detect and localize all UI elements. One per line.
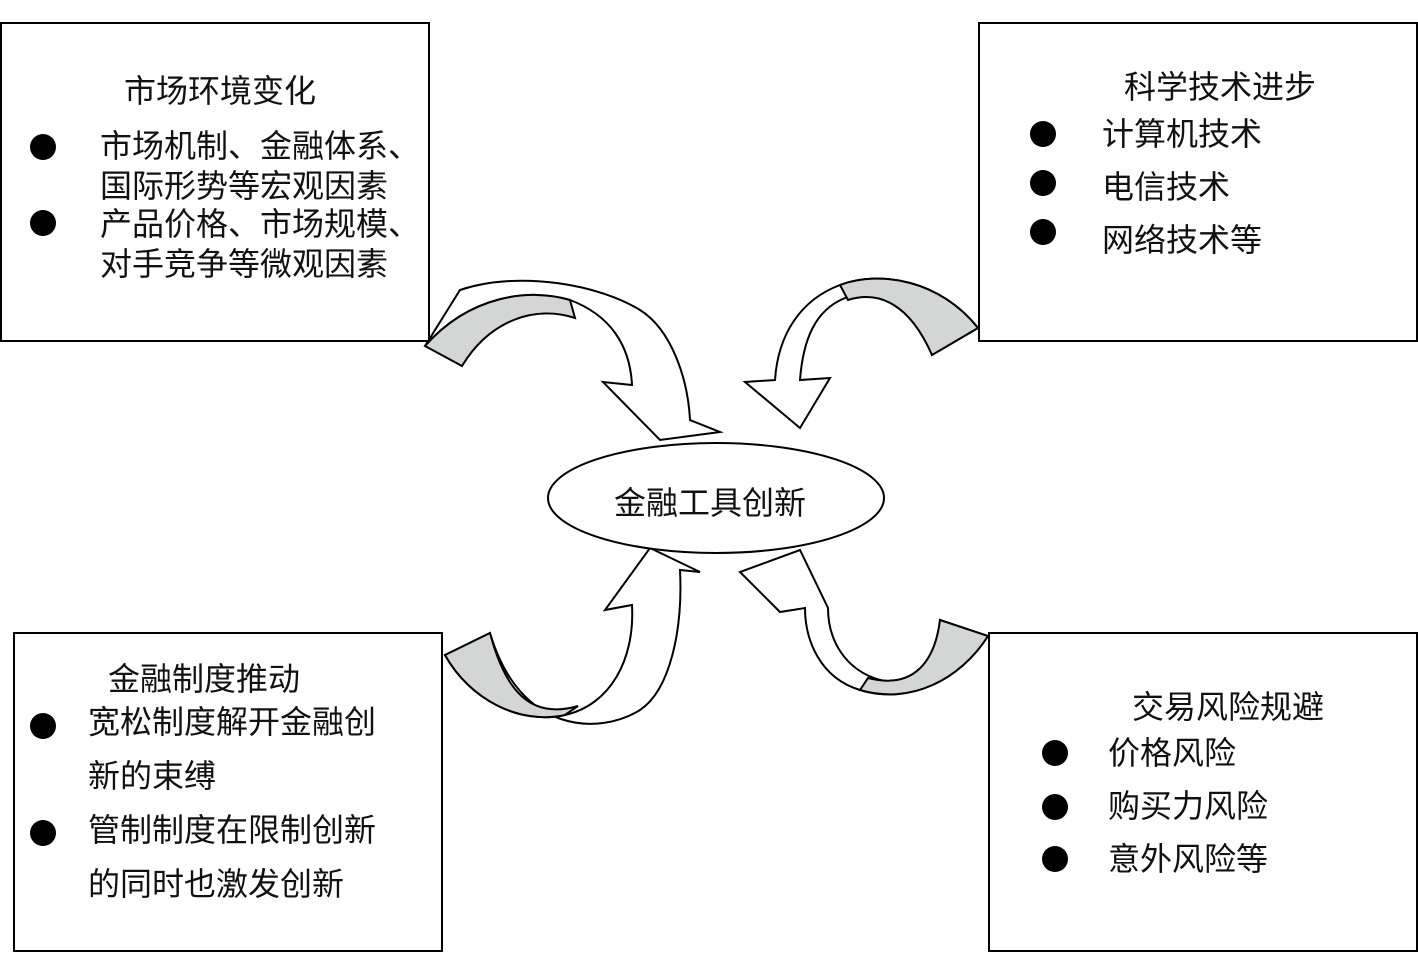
- market-box: [0, 22, 430, 342]
- risk-item-2: 购买力风险: [1108, 787, 1269, 825]
- arrow-market-shade: [423, 293, 577, 368]
- market-item-2-line-1: 产品价格、市场规模、: [100, 205, 421, 243]
- market-item-1-line-1: 市场机制、金融体系、: [100, 127, 421, 165]
- market-item-2-line-2: 对手竞争等微观因素: [100, 245, 389, 283]
- bullet-icon: [30, 820, 56, 846]
- arrow-tech-shade: [838, 277, 980, 357]
- bullet-icon: [1042, 846, 1068, 872]
- bullet-icon: [30, 210, 56, 236]
- policy-item-1-line-1: 宽松制度解开金融创: [88, 703, 377, 741]
- bullet-icon: [1030, 121, 1056, 147]
- risk-title: 交易风险规避: [1132, 688, 1325, 726]
- risk-item-1: 价格风险: [1108, 734, 1237, 772]
- arrow-market-to-center: [424, 279, 724, 442]
- arrow-risk-shade: [858, 618, 990, 696]
- tech-item-2: 电信技术: [1102, 168, 1231, 206]
- center-ellipse: [547, 442, 885, 554]
- policy-item-1-line-2: 新的束缚: [88, 757, 217, 795]
- bullet-icon: [1030, 219, 1056, 245]
- bullet-icon: [1030, 170, 1056, 196]
- policy-title: 金融制度推动: [108, 660, 301, 698]
- bullet-icon: [1042, 794, 1068, 820]
- bullet-icon: [30, 713, 56, 739]
- policy-item-2-line-2: 的同时也激发创新: [88, 865, 345, 903]
- tech-item-3: 网络技术等: [1102, 221, 1263, 259]
- market-item-1-line-2: 国际形势等宏观因素: [100, 167, 389, 205]
- policy-box: [13, 632, 443, 952]
- risk-item-3: 意外风险等: [1108, 840, 1269, 878]
- risk-box: [988, 632, 1418, 952]
- tech-title: 科学技术进步: [1124, 68, 1317, 106]
- arrow-policy-shade: [443, 631, 579, 719]
- policy-item-2-line-1: 管制制度在限制创新: [88, 811, 377, 849]
- tech-item-1: 计算机技术: [1102, 115, 1263, 153]
- bullet-icon: [1042, 740, 1068, 766]
- market-title: 市场环境变化: [124, 72, 317, 110]
- bullet-icon: [30, 134, 56, 160]
- center-label: 金融工具创新: [614, 484, 807, 522]
- tech-box: [978, 22, 1418, 342]
